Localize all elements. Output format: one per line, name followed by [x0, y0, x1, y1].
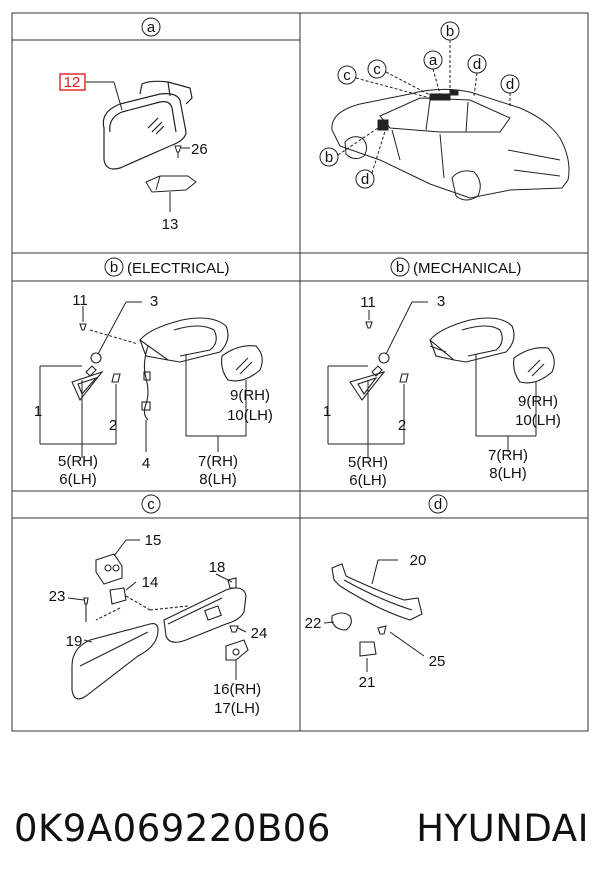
- car-callout-b-top: b: [446, 23, 454, 40]
- elec-part-8-label: 8(LH): [199, 471, 237, 488]
- part-number: 0K9A069220B06: [14, 806, 331, 850]
- mech-part-2-label: 2: [398, 417, 406, 434]
- panel-a-circle-label: a: [147, 19, 156, 36]
- part-12-label[interactable]: 12: [64, 74, 81, 91]
- mechanical-mirror-drawing: [349, 317, 555, 401]
- mech-part-11-label: 11: [360, 294, 376, 311]
- elec-part-5-label: 5(RH): [58, 453, 98, 470]
- leader-12b: [113, 81, 123, 111]
- car-callouts: [319, 21, 520, 189]
- part-26-label: 26: [191, 141, 208, 158]
- panel-b-mechanical-title: (MECHANICAL): [413, 260, 521, 277]
- panel-b-electrical-circle-label: b: [110, 259, 118, 276]
- electrical-leaders: [39, 301, 247, 458]
- car-locator-drawing: [331, 88, 570, 201]
- sunvisor-leaders: [67, 539, 247, 680]
- elec-part-9-label: 9(RH): [230, 387, 270, 404]
- elec-part-11-label: 11: [72, 292, 88, 309]
- visor-part-17-label: 17(LH): [214, 700, 260, 717]
- elec-part-4-label: 4: [142, 455, 150, 472]
- elec-part-3-label: 3: [150, 293, 158, 310]
- mechanical-leaders: [327, 301, 537, 458]
- car-callout-c-2: c: [343, 67, 351, 84]
- mech-part-9-label: 9(RH): [518, 393, 558, 410]
- visor-part-16-label: 16(RH): [213, 681, 261, 698]
- mech-part-3-label: 3: [437, 293, 445, 310]
- elec-part-10-label: 10(LH): [227, 407, 273, 424]
- elec-part-7-label: 7(RH): [198, 453, 238, 470]
- cover-13-drawing: [145, 175, 197, 193]
- mech-part-8-label: 8(LH): [489, 465, 527, 482]
- sunvisor-drawing: [71, 553, 249, 700]
- grip-part-21-label: 21: [359, 674, 376, 691]
- elec-part-6-label: 6(LH): [59, 471, 97, 488]
- panel-a-header: a: [141, 17, 161, 37]
- visor-part-19-label: 19: [66, 633, 83, 650]
- mech-part-10-label: 10(LH): [515, 412, 561, 429]
- visor-part-15-label: 15: [145, 532, 162, 549]
- electrical-mirror-drawing: [71, 317, 263, 421]
- car-callout-d-3: d: [361, 171, 369, 188]
- elec-part-1-label: 1: [34, 403, 42, 420]
- part-13-label: 13: [162, 216, 179, 233]
- mech-part-6-label: 6(LH): [349, 472, 387, 489]
- brand-name: HYUNDAI: [416, 806, 589, 850]
- assist-grip-drawing: [331, 563, 423, 657]
- panel-c-header: c: [141, 494, 161, 514]
- visor-part-24-label: 24: [251, 625, 268, 642]
- panel-b-electrical-title: (ELECTRICAL): [127, 260, 230, 277]
- panel-d-header: d: [428, 494, 448, 514]
- panel-b-mechanical-circle-label: b: [396, 259, 404, 276]
- car-callout-d-1: d: [473, 56, 481, 73]
- mech-part-1-label: 1: [323, 403, 331, 420]
- visor-part-14-label: 14: [142, 574, 159, 591]
- elec-part-2-label: 2: [109, 417, 117, 434]
- grip-part-25-label: 25: [429, 653, 446, 670]
- mech-part-5-label: 5(RH): [348, 454, 388, 471]
- grid-frame: [11, 12, 589, 732]
- screw-26-drawing: [174, 145, 182, 158]
- grip-part-22-label: 22: [305, 615, 322, 632]
- car-callout-b-bottom: b: [325, 149, 333, 166]
- part-12-highlight[interactable]: [59, 73, 86, 91]
- visor-part-23-label: 23: [49, 588, 66, 605]
- panel-b-mechanical-header: b (MECHANICAL): [390, 257, 521, 277]
- rearview-mirror-drawing: [102, 80, 193, 170]
- car-callout-a: a: [429, 52, 438, 69]
- car-callout-d-2: d: [506, 76, 514, 93]
- car-callout-c-1: c: [373, 61, 381, 78]
- panel-c-circle-label: c: [147, 496, 155, 513]
- grip-part-20-label: 20: [410, 552, 427, 569]
- mech-part-7-label: 7(RH): [488, 447, 528, 464]
- caption: 0K9A069220B06 HYUNDAI: [14, 798, 589, 858]
- assist-grip-leaders: [323, 559, 425, 672]
- visor-part-18-label: 18: [209, 559, 226, 576]
- panel-b-electrical-header: b (ELECTRICAL): [104, 257, 230, 277]
- panel-d-circle-label: d: [434, 496, 442, 513]
